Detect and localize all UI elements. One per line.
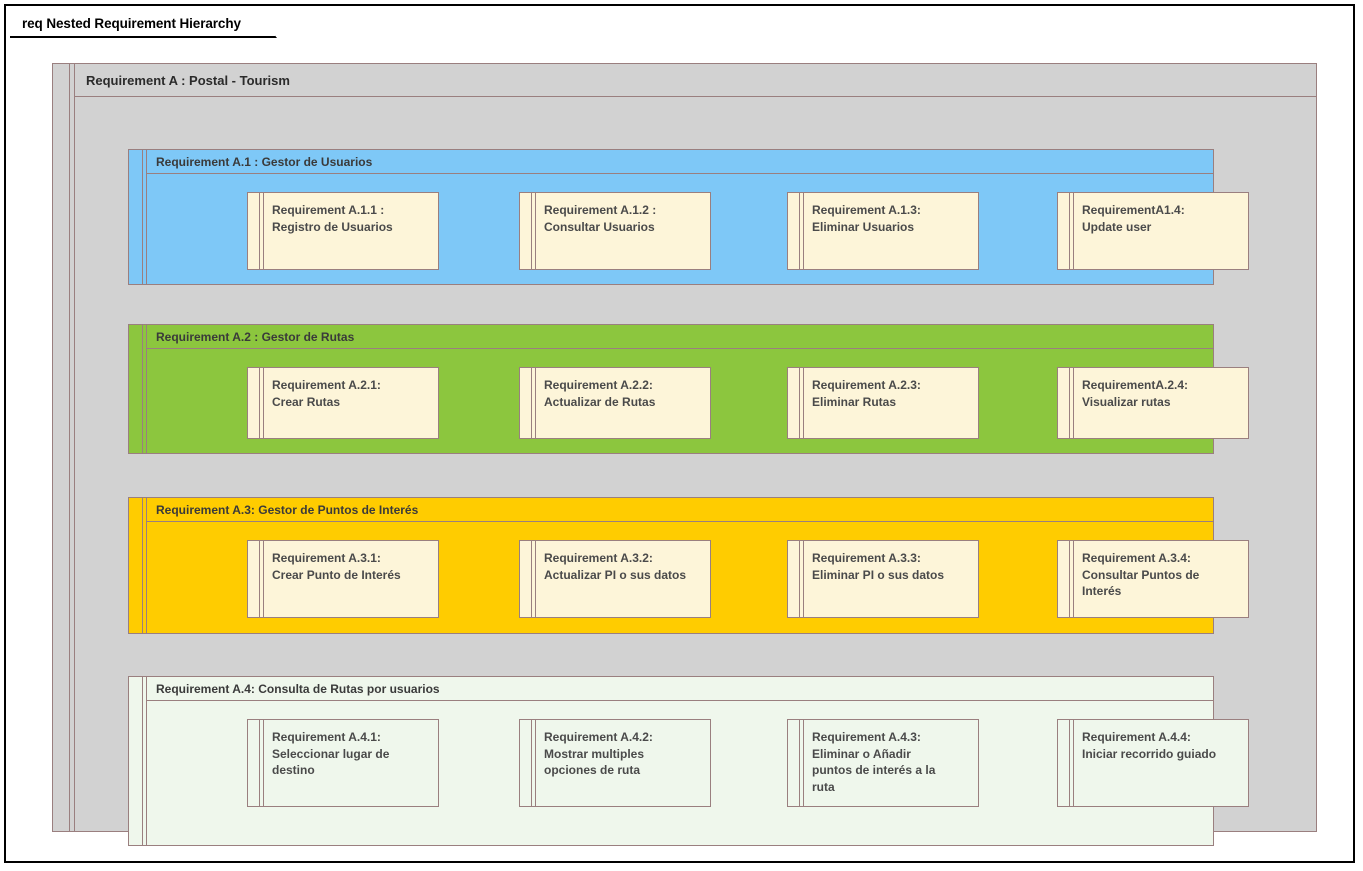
requirement-leaf-A.1.3[interactable]: Requirement A.1.3: Eliminar Usuarios [787, 192, 979, 270]
requirement-spine [520, 541, 536, 617]
requirement-section-A.3[interactable]: Requirement A.3: Gestor de Puntos de Int… [128, 497, 1249, 634]
requirement-spine [248, 368, 264, 438]
requirement-leaf-A.2.4[interactable]: RequirementA.2.4: Visualizar rutas [1057, 367, 1249, 439]
requirement-leaf-label: Requirement A.3.3: Eliminar PI o sus dat… [812, 551, 945, 582]
requirement-spine [788, 193, 804, 269]
requirement-section-header-A.1: Requirement A.1 : Gestor de Usuarios [147, 150, 1213, 174]
requirement-leaf-label: Requirement A.4.3: Eliminar o Añadir pun… [812, 730, 936, 794]
requirement-spine [1058, 193, 1074, 269]
requirement-section-label: Requirement A.4: Consulta de Rutas por u… [156, 681, 440, 696]
requirement-spine [520, 193, 536, 269]
requirement-leaf-A.3.2[interactable]: Requirement A.3.2: Actualizar PI o sus d… [519, 540, 711, 618]
requirement-spine [129, 498, 147, 633]
requirement-leaf-A1.4[interactable]: RequirementA1.4: Update user [1057, 192, 1249, 270]
requirement-spine [1058, 541, 1074, 617]
requirement-section-label: Requirement A.2 : Gestor de Rutas [156, 329, 355, 344]
requirement-spine [520, 720, 536, 806]
requirement-section-body-A.1: Requirement A.1.1 : Registro de Usuarios… [147, 174, 1249, 284]
requirement-spine [129, 150, 147, 284]
requirement-A-header: Requirement A : Postal - Tourism [75, 64, 1316, 97]
requirement-leaf-label: RequirementA1.4: Update user [1082, 203, 1185, 234]
diagram-title: req Nested Requirement Hierarchy [22, 15, 241, 31]
requirement-spine [788, 541, 804, 617]
requirement-section-body-A.4: Requirement A.4.1: Seleccionar lugar de … [147, 701, 1249, 845]
requirement-section-header-A.2: Requirement A.2 : Gestor de Rutas [147, 325, 1213, 349]
requirement-spine [248, 720, 264, 806]
requirement-leaf-A.1.1[interactable]: Requirement A.1.1 : Registro de Usuarios [247, 192, 439, 270]
requirement-leaf-A.2.3[interactable]: Requirement A.2.3: Eliminar Rutas [787, 367, 979, 439]
requirement-spine [53, 64, 75, 831]
requirement-spine [248, 193, 264, 269]
requirement-spine [1058, 368, 1074, 438]
requirement-section-label: Requirement A.1 : Gestor de Usuarios [156, 154, 373, 169]
requirement-section-header-A.3: Requirement A.3: Gestor de Puntos de Int… [147, 498, 1213, 522]
requirement-leaf-A.4.4[interactable]: Requirement A.4.4: Iniciar recorrido gui… [1057, 719, 1249, 807]
requirement-A-label: Requirement A : Postal - Tourism [86, 72, 290, 88]
requirement-spine [520, 368, 536, 438]
requirement-spine [1058, 720, 1074, 806]
requirement-section-body-A.2: Requirement A.2.1: Crear Rutas Requiremen… [147, 349, 1249, 453]
requirement-spine [788, 720, 804, 806]
requirement-leaf-label: Requirement A.4.2: Mostrar multiples opc… [544, 730, 653, 777]
requirement-block-A[interactable]: Requirement A : Postal - Tourism Require… [52, 63, 1317, 846]
requirement-leaf-label: Requirement A.3.1: Crear Punto de Interé… [272, 551, 401, 582]
requirement-leaf-A.2.2[interactable]: Requirement A.2.2: Actualizar de Rutas [519, 367, 711, 439]
requirement-section-body-A.3: Requirement A.3.1: Crear Punto de Interé… [147, 522, 1249, 633]
requirement-spine [248, 541, 264, 617]
requirement-leaf-label: Requirement A.2.3: Eliminar Rutas [812, 378, 921, 409]
requirement-leaf-label: Requirement A.4.4: Iniciar recorrido gui… [1082, 730, 1217, 761]
requirement-leaf-label: Requirement A.4.1: Seleccionar lugar de … [272, 730, 390, 777]
requirement-leaf-A.4.3[interactable]: Requirement A.4.3: Eliminar o Añadir pun… [787, 719, 979, 807]
requirement-section-header-A.4: Requirement A.4: Consulta de Rutas por u… [147, 677, 1213, 701]
requirement-leaf-A.3.3[interactable]: Requirement A.3.3: Eliminar PI o sus dat… [787, 540, 979, 618]
requirement-leaf-label: Requirement A.3.2: Actualizar PI o sus d… [544, 551, 687, 582]
requirement-leaf-label: Requirement A.1.2 : Consultar Usuarios [544, 203, 657, 234]
requirement-spine [788, 368, 804, 438]
diagram-frame-tab: req Nested Requirement Hierarchy [10, 10, 277, 38]
requirement-leaf-label: Requirement A.3.4: Consultar Puntos de I… [1082, 551, 1200, 598]
requirement-leaf-label: Requirement A.1.1 : Registro de Usuarios [272, 203, 393, 234]
requirement-spine [129, 325, 147, 453]
requirement-leaf-A.2.1[interactable]: Requirement A.2.1: Crear Rutas [247, 367, 439, 439]
requirement-section-A.4[interactable]: Requirement A.4: Consulta de Rutas por u… [128, 676, 1249, 846]
requirement-section-label: Requirement A.3: Gestor de Puntos de Int… [156, 502, 419, 517]
requirement-leaf-label: Requirement A.2.1: Crear Rutas [272, 378, 381, 409]
requirement-leaf-A.4.1[interactable]: Requirement A.4.1: Seleccionar lugar de … [247, 719, 439, 807]
requirement-leaf-A.3.1[interactable]: Requirement A.3.1: Crear Punto de Interé… [247, 540, 439, 618]
requirement-spine [129, 677, 147, 845]
requirement-leaf-label: RequirementA.2.4: Visualizar rutas [1082, 378, 1189, 409]
requirement-leaf-A.1.2[interactable]: Requirement A.1.2 : Consultar Usuarios [519, 192, 711, 270]
sysml-diagram-frame: req Nested Requirement Hierarchy Require… [4, 4, 1355, 863]
requirement-leaf-label: Requirement A.2.2: Actualizar de Rutas [544, 378, 656, 409]
requirement-leaf-A.3.4[interactable]: Requirement A.3.4: Consultar Puntos de I… [1057, 540, 1249, 618]
requirement-leaf-label: Requirement A.1.3: Eliminar Usuarios [812, 203, 921, 234]
requirement-leaf-A.4.2[interactable]: Requirement A.4.2: Mostrar multiples opc… [519, 719, 711, 807]
